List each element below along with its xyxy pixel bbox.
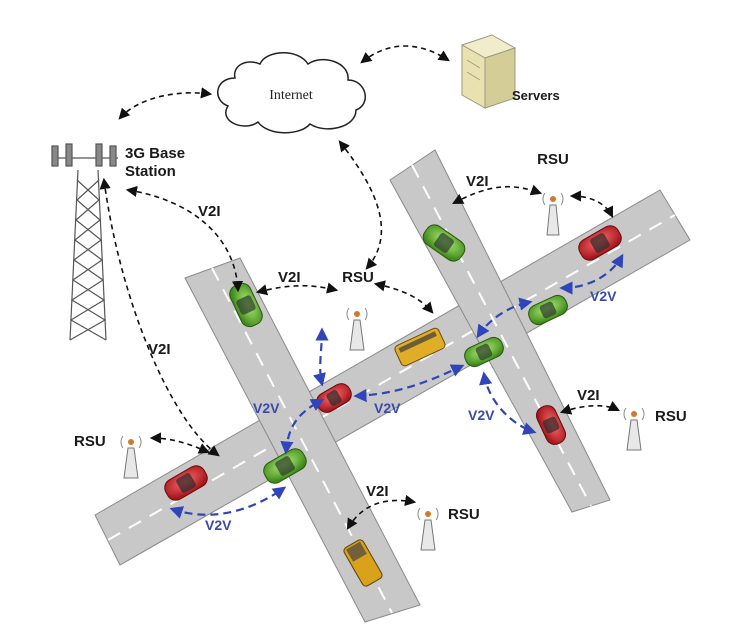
internet-cloud: Internet	[217, 52, 366, 134]
rsu-label-bottom: RSU	[448, 506, 480, 523]
v2i-label-tower: V2I	[198, 203, 221, 220]
v2i-label-top: V2I	[466, 173, 489, 190]
car-red-right-road	[535, 405, 567, 445]
rsu-icon-bottom	[417, 507, 439, 551]
v2v-label-center: V2V	[374, 400, 401, 416]
rsu-icon-center	[346, 307, 368, 351]
base-station-tower	[51, 143, 118, 341]
v2v-links	[169, 253, 624, 519]
car-green-center	[464, 336, 504, 368]
v2v-label-bottom-left: V2V	[205, 517, 232, 533]
bus-yellow	[394, 327, 446, 367]
v2i-label-center: V2I	[278, 269, 301, 286]
rsu-label-center: RSU	[342, 269, 374, 286]
network-links	[99, 45, 621, 530]
servers-label: Servers	[512, 88, 560, 103]
v2i-label-left: V2I	[148, 341, 171, 358]
internet-label: Internet	[269, 88, 313, 103]
v2i-label-right: V2I	[577, 387, 600, 404]
road-network	[94, 149, 691, 623]
base-station-label-line1: 3G Base	[125, 145, 185, 162]
v2v-label-left-intersection: V2V	[253, 400, 280, 416]
rsu-label-top-right: RSU	[537, 151, 569, 168]
servers-icon: Servers	[460, 34, 560, 109]
v2v-label-right-lower: V2V	[468, 407, 495, 423]
rsu-icon-right	[623, 407, 645, 451]
car-green-bottom-center	[263, 448, 307, 484]
v2i-label-bottom: V2I	[366, 483, 389, 500]
base-station-label-line2: Station	[125, 163, 176, 180]
rsu-label-right: RSU	[655, 408, 687, 425]
car-green-top-right	[422, 224, 466, 262]
rsu-icon-left	[120, 435, 142, 479]
car-green-left-road	[229, 282, 263, 328]
car-green-right-intersection	[528, 294, 568, 326]
car-red-center	[316, 383, 352, 413]
truck-yellow-bottom	[343, 539, 383, 587]
rsu-label-left: RSU	[74, 433, 106, 450]
rsu-icon-top-right	[542, 192, 564, 236]
v2v-label-top-right: V2V	[590, 288, 617, 304]
